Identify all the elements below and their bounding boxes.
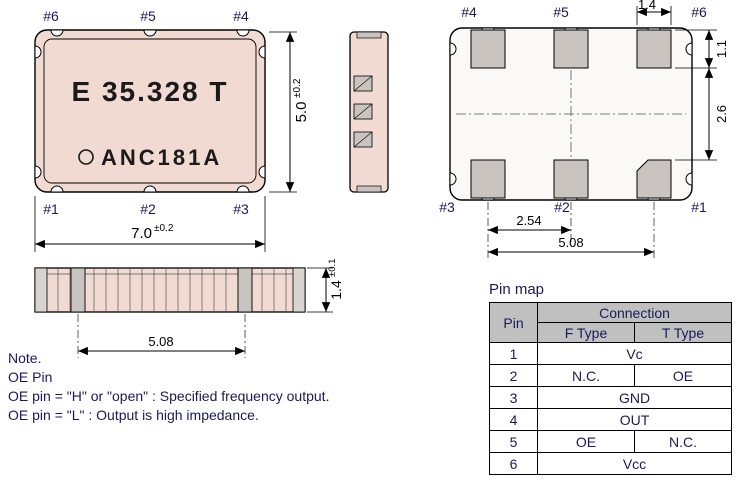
dim-pad-width: 1.4 bbox=[636, 0, 672, 25]
pin-label-6: #6 bbox=[691, 4, 707, 20]
note-oe-low: OE pin = "L" : Output is high impedance. bbox=[8, 407, 259, 423]
dim-pad-span: 5.08 bbox=[488, 235, 654, 257]
t-type-header: T Type bbox=[634, 322, 732, 343]
pad-2 bbox=[553, 159, 589, 199]
dim-side-pad-span-value: 5.08 bbox=[148, 334, 173, 349]
pin-map-title: Pin map bbox=[489, 281, 545, 298]
dim-body-height-tol: ±0.2 bbox=[292, 78, 303, 98]
dim-side-pad-span: 5.08 bbox=[77, 314, 246, 358]
pin-map-table: Pin Connection F Type T Type 1 Vc 2 N.C.… bbox=[489, 302, 732, 475]
pin-label-2: #2 bbox=[140, 201, 156, 217]
pin-row-6: 6 Vcc bbox=[489, 452, 732, 475]
pin-column-header: Pin bbox=[489, 302, 538, 343]
pin-number: 6 bbox=[489, 452, 538, 475]
pin-connection-t: OE bbox=[634, 364, 732, 387]
pin-label-1: #1 bbox=[691, 199, 707, 215]
side-view-hatching bbox=[353, 75, 373, 148]
dim-body-width-tol: ±0.2 bbox=[154, 223, 174, 234]
castellation-notches bbox=[34, 29, 266, 193]
pin-label-4: #4 bbox=[233, 8, 249, 24]
dim-pad-row-gap: 2.6 bbox=[675, 68, 729, 161]
dim-body-width: 7.0 ±0.2 bbox=[34, 196, 266, 252]
bottom-view-pin-labels: #4 #5 #6 #3 #2 #1 bbox=[439, 4, 707, 215]
side-view-bottom-pad bbox=[356, 185, 382, 193]
note-oe-pin: OE Pin bbox=[8, 369, 53, 385]
f-type-header: F Type bbox=[537, 322, 635, 343]
pin-connection: GND bbox=[537, 386, 732, 409]
pad-3 bbox=[470, 159, 506, 199]
pin-label-4: #4 bbox=[461, 4, 477, 20]
note-oe-high: OE pin = "H" or "open" : Specified frequ… bbox=[8, 388, 330, 404]
pin-row-3: 3 GND bbox=[489, 386, 732, 409]
pin-connection: Vc bbox=[537, 342, 732, 365]
pad-4 bbox=[470, 29, 506, 69]
pin-connection-f: OE bbox=[537, 430, 635, 453]
header-row-1: Pin Connection bbox=[489, 302, 732, 343]
end-cap-right bbox=[292, 267, 306, 313]
dim-body-width-value: 7.0 bbox=[131, 225, 152, 242]
pin-row-5: 5 OE N.C. bbox=[489, 430, 732, 453]
pad-1-chamfered bbox=[636, 159, 672, 199]
top-view: E 35.328 T ANC181A #6 #5 #4 #1 #2 #3 7.0… bbox=[34, 8, 310, 252]
pin-number: 2 bbox=[489, 364, 538, 387]
pin-map-section: Pin map Pin Connection F Type T Type 1 V… bbox=[489, 281, 732, 475]
marking-frequency: E 35.328 T bbox=[72, 76, 229, 107]
pin-number: 3 bbox=[489, 386, 538, 409]
pin-row-1: 1 Vc bbox=[489, 342, 732, 365]
dim-body-thickness-tol: ±0.1 bbox=[327, 259, 338, 277]
pin-connection-t: N.C. bbox=[634, 430, 732, 453]
pin-connection: OUT bbox=[537, 408, 732, 431]
package-lid-outline bbox=[43, 38, 257, 184]
pin-label-6: #6 bbox=[43, 8, 59, 24]
pin-label-2: #2 bbox=[554, 199, 570, 215]
front-view: 5.08 1.4 ±0.1 bbox=[34, 259, 344, 358]
dim-pad-row-gap-value: 2.6 bbox=[714, 105, 729, 123]
side-pad-left bbox=[70, 267, 86, 313]
header-row-2: F Type T Type bbox=[490, 322, 732, 343]
dim-pad-width-value: 1.4 bbox=[638, 0, 656, 12]
top-view-pin-labels: #6 #5 #4 #1 #2 #3 bbox=[43, 8, 249, 217]
pin-connection-f: N.C. bbox=[537, 364, 635, 387]
marking-part-number: ANC181A bbox=[101, 145, 222, 170]
pad-5 bbox=[553, 29, 589, 69]
dim-pad-height-value: 1.1 bbox=[714, 40, 729, 58]
side-view bbox=[349, 31, 389, 193]
pad-6 bbox=[636, 29, 672, 69]
pin-connection: Vcc bbox=[537, 452, 732, 475]
pin-number: 5 bbox=[489, 430, 538, 453]
dim-body-thickness-value: 1.4 bbox=[328, 280, 344, 300]
dim-body-thickness: 1.4 ±0.1 bbox=[307, 259, 344, 313]
notes-block: Note. OE Pin OE pin = "H" or "open" : Sp… bbox=[8, 349, 329, 425]
end-cap-left bbox=[34, 267, 48, 313]
pin-label-3: #3 bbox=[439, 199, 455, 215]
dim-pad-span-value: 5.08 bbox=[558, 235, 583, 250]
side-pad-right bbox=[237, 267, 253, 313]
pin-label-5: #5 bbox=[140, 8, 156, 24]
dim-pad-pitch-value: 2.54 bbox=[516, 213, 541, 228]
dim-body-height: 5.0 ±0.2 bbox=[269, 31, 310, 193]
dim-pad-height: 1.1 bbox=[675, 29, 729, 69]
side-view-top-pad bbox=[356, 31, 382, 39]
note-title: Note. bbox=[8, 350, 42, 366]
dim-pad-pitch: 2.54 bbox=[487, 202, 655, 258]
pin1-indicator-circle bbox=[78, 149, 94, 165]
solder-pads bbox=[470, 29, 672, 199]
pin-label-3: #3 bbox=[233, 201, 249, 217]
pin-number: 1 bbox=[489, 342, 538, 365]
pin-number: 4 bbox=[489, 408, 538, 431]
pin-label-5: #5 bbox=[553, 4, 569, 20]
dim-body-height-value: 5.0 bbox=[293, 102, 310, 123]
bottom-view: #4 #5 #6 #3 #2 #1 1.4 1.1 bbox=[439, 0, 729, 258]
pin-row-4: 4 OUT bbox=[489, 408, 732, 431]
pin-row-2: 2 N.C. OE bbox=[489, 364, 732, 387]
connection-header: Connection bbox=[537, 302, 732, 323]
pin-label-1: #1 bbox=[43, 201, 59, 217]
